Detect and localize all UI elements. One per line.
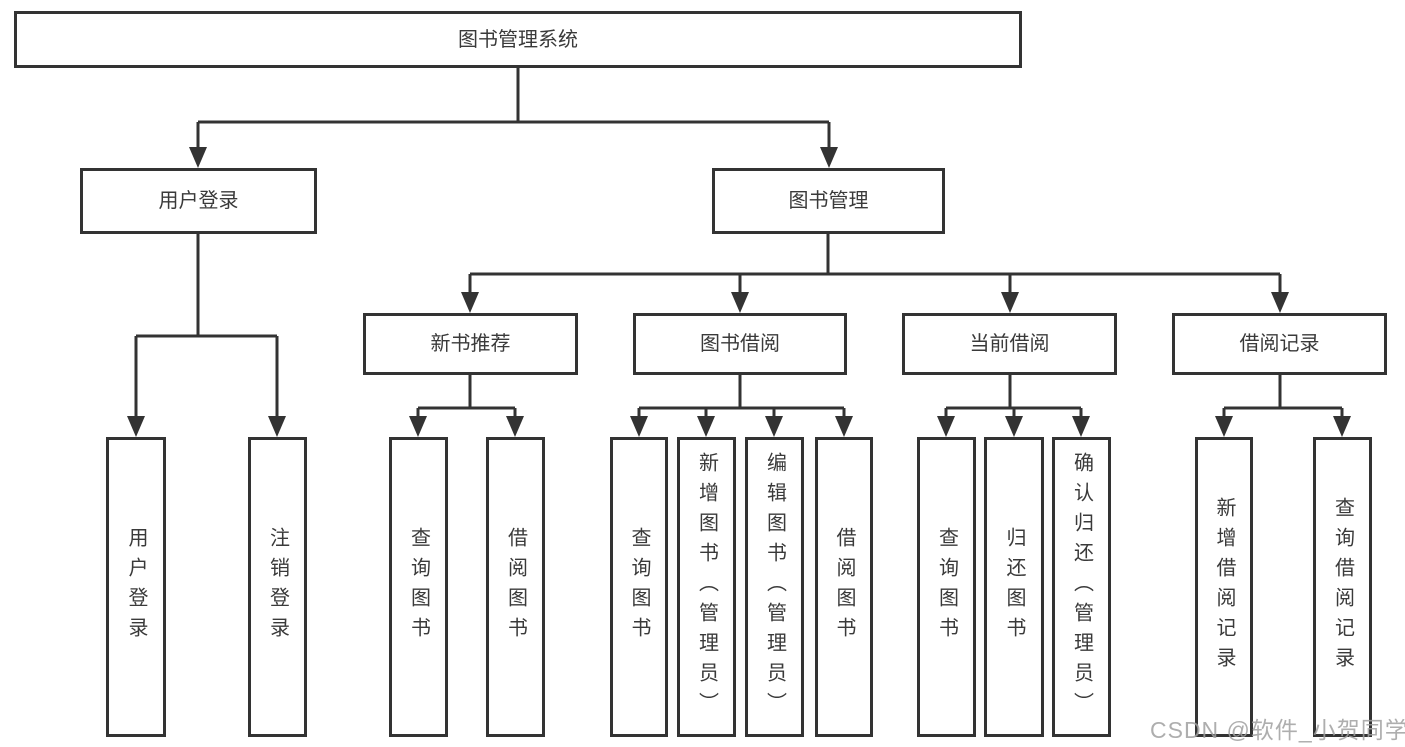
leaf-borrow-books: 借阅图书	[815, 437, 873, 737]
node-label: 确认归还（管理员）	[1070, 452, 1093, 722]
edges-current-borrow	[944, 375, 1083, 419]
arrowheads-book-borrow	[630, 416, 853, 437]
node-label: 查询图书	[407, 527, 430, 647]
edges-book-management	[468, 234, 1282, 295]
arrowheads-borrow-records	[1215, 416, 1351, 437]
arrowheads-new-book	[409, 416, 524, 437]
node-label: 新增借阅记录	[1213, 497, 1235, 677]
leaf-add-books-admin: 新增图书（管理员）	[677, 437, 736, 737]
node-label: 归还图书	[1003, 527, 1025, 647]
node-label: 当前借阅	[969, 333, 1050, 355]
node-label: 查询图书	[935, 527, 958, 647]
node-label: 借阅图书	[833, 527, 855, 647]
node-new-book-recommend: 新书推荐	[363, 313, 578, 375]
leaf-user-login: 用户登录	[106, 437, 166, 737]
node-label: 图书管理	[788, 190, 869, 212]
leaf-logout: 注销登录	[248, 437, 307, 737]
node-user-login-module: 用户登录	[80, 168, 317, 234]
leaf-confirm-return-admin: 确认归还（管理员）	[1052, 437, 1111, 737]
node-label: 图书管理系统	[458, 28, 578, 51]
leaf-query-books-borrow: 查询图书	[610, 437, 668, 737]
node-book-management-module: 图书管理	[712, 168, 945, 234]
leaf-query-books-current: 查询图书	[917, 437, 976, 737]
node-label: 用户登录	[158, 190, 239, 212]
leaf-edit-books-admin: 编辑图书（管理员）	[745, 437, 804, 737]
leaf-add-borrow-record: 新增借阅记录	[1195, 437, 1253, 737]
edges-user-login	[134, 234, 279, 419]
node-book-borrowing: 图书借阅	[633, 313, 847, 375]
edges-root	[196, 68, 831, 150]
edges-book-borrow	[637, 375, 846, 419]
leaf-query-borrow-record: 查询借阅记录	[1313, 437, 1372, 737]
node-label: 查询图书	[628, 527, 650, 647]
edges-new-book	[416, 375, 517, 419]
node-label: 用户登录	[125, 527, 147, 647]
leaf-query-books-recommend: 查询图书	[389, 437, 448, 737]
node-label: 新增图书（管理员）	[695, 452, 718, 722]
arrowheads-user-login	[127, 416, 286, 437]
node-label: 借阅记录	[1239, 333, 1320, 355]
arrowheads-current-borrow	[937, 416, 1090, 437]
node-root-system: 图书管理系统	[14, 11, 1022, 68]
node-borrowing-records: 借阅记录	[1172, 313, 1387, 375]
arrowheads-book-management	[461, 292, 1289, 313]
arrowheads-root	[189, 147, 838, 168]
node-current-borrowing: 当前借阅	[902, 313, 1117, 375]
node-label: 借阅图书	[504, 527, 527, 647]
node-label: 注销登录	[266, 527, 289, 647]
node-label: 新书推荐	[430, 333, 511, 355]
csdn-watermark: CSDN @软件_小贺同学	[1150, 717, 1405, 743]
edges-borrow-records	[1222, 375, 1344, 419]
leaf-borrow-books-recommend: 借阅图书	[486, 437, 545, 737]
node-label: 图书借阅	[700, 333, 780, 355]
node-label: 查询借阅记录	[1331, 497, 1354, 677]
leaf-return-books: 归还图书	[984, 437, 1044, 737]
node-label: 编辑图书（管理员）	[763, 452, 786, 722]
